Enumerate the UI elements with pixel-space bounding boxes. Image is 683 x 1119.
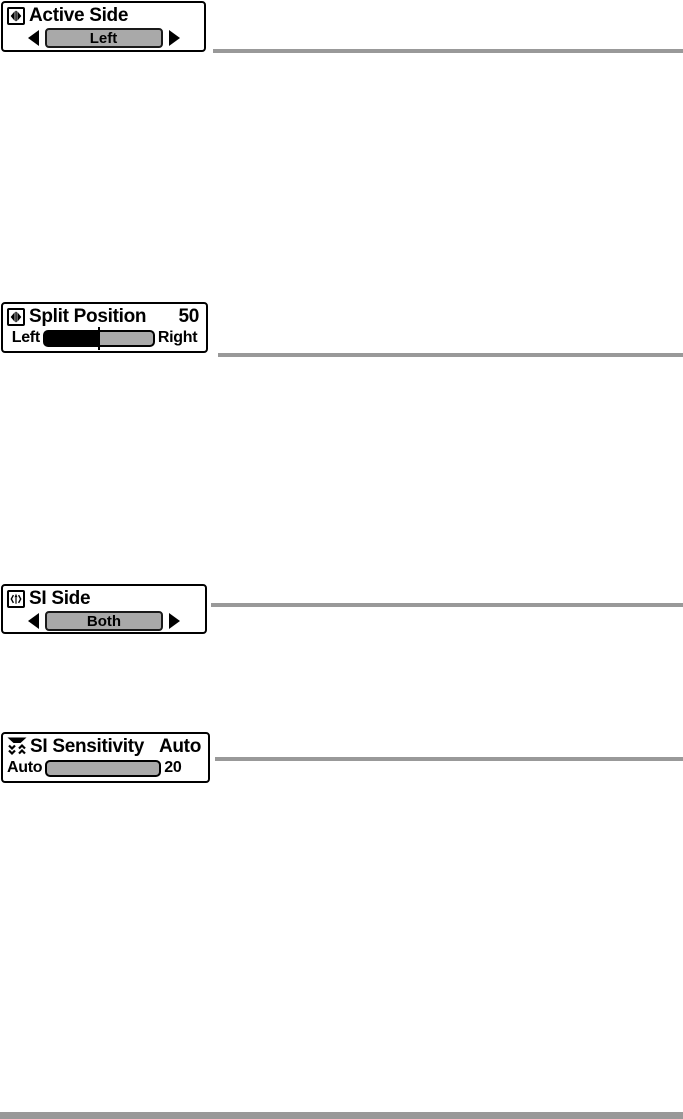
split-arrows-icon	[7, 307, 25, 326]
menu-title: SI Sensitivity	[30, 736, 145, 757]
page-footer-bar	[0, 1112, 683, 1119]
split-position-slider[interactable]	[42, 326, 155, 350]
section-divider	[215, 757, 683, 761]
split-arrows-icon	[7, 6, 25, 25]
menu-title: Active Side	[29, 5, 129, 26]
selector-value[interactable]: Left	[44, 28, 163, 48]
slider-right-label: Right	[157, 329, 198, 346]
menu-si-side: SI Side Both	[1, 584, 207, 634]
selector-control: Left	[7, 28, 200, 48]
right-arrow-icon[interactable]	[169, 613, 180, 629]
menu-title-row: SI Side	[7, 588, 201, 609]
slider-left-label: Auto	[7, 759, 43, 776]
menu-title-row: Split Position 50	[7, 306, 202, 327]
right-arrow-icon[interactable]	[168, 30, 180, 46]
menu-split-position: Split Position 50 Left Right	[1, 302, 208, 353]
menu-title-row: SI Sensitivity Auto	[7, 736, 204, 757]
section-divider	[213, 49, 683, 53]
menu-title-row: Active Side	[7, 5, 200, 26]
selector-value[interactable]: Both	[45, 611, 163, 631]
selector-control: Both	[7, 611, 201, 631]
slider-control: Left Right	[7, 326, 202, 350]
slider-right-label: 20	[164, 759, 182, 776]
menu-title: SI Side	[29, 588, 91, 609]
menu-title: Split Position	[29, 306, 147, 327]
section-divider	[218, 353, 683, 357]
slider-control: Auto 20	[7, 759, 204, 777]
menu-value: Auto	[158, 736, 201, 757]
section-divider	[211, 603, 683, 607]
slider-marker-handle[interactable]	[97, 326, 100, 350]
slider-left-label: Left	[11, 329, 40, 346]
left-arrow-icon[interactable]	[27, 30, 39, 46]
si-sensitivity-icon	[7, 737, 27, 757]
left-arrow-icon[interactable]	[28, 613, 39, 629]
si-side-icon	[7, 589, 25, 608]
si-sensitivity-slider[interactable]	[45, 759, 162, 777]
menu-active-side: Active Side Left	[1, 1, 206, 52]
menu-si-sensitivity: SI Sensitivity Auto Auto 20	[1, 732, 210, 783]
menu-value: 50	[178, 306, 199, 327]
slider-fill	[43, 330, 98, 346]
